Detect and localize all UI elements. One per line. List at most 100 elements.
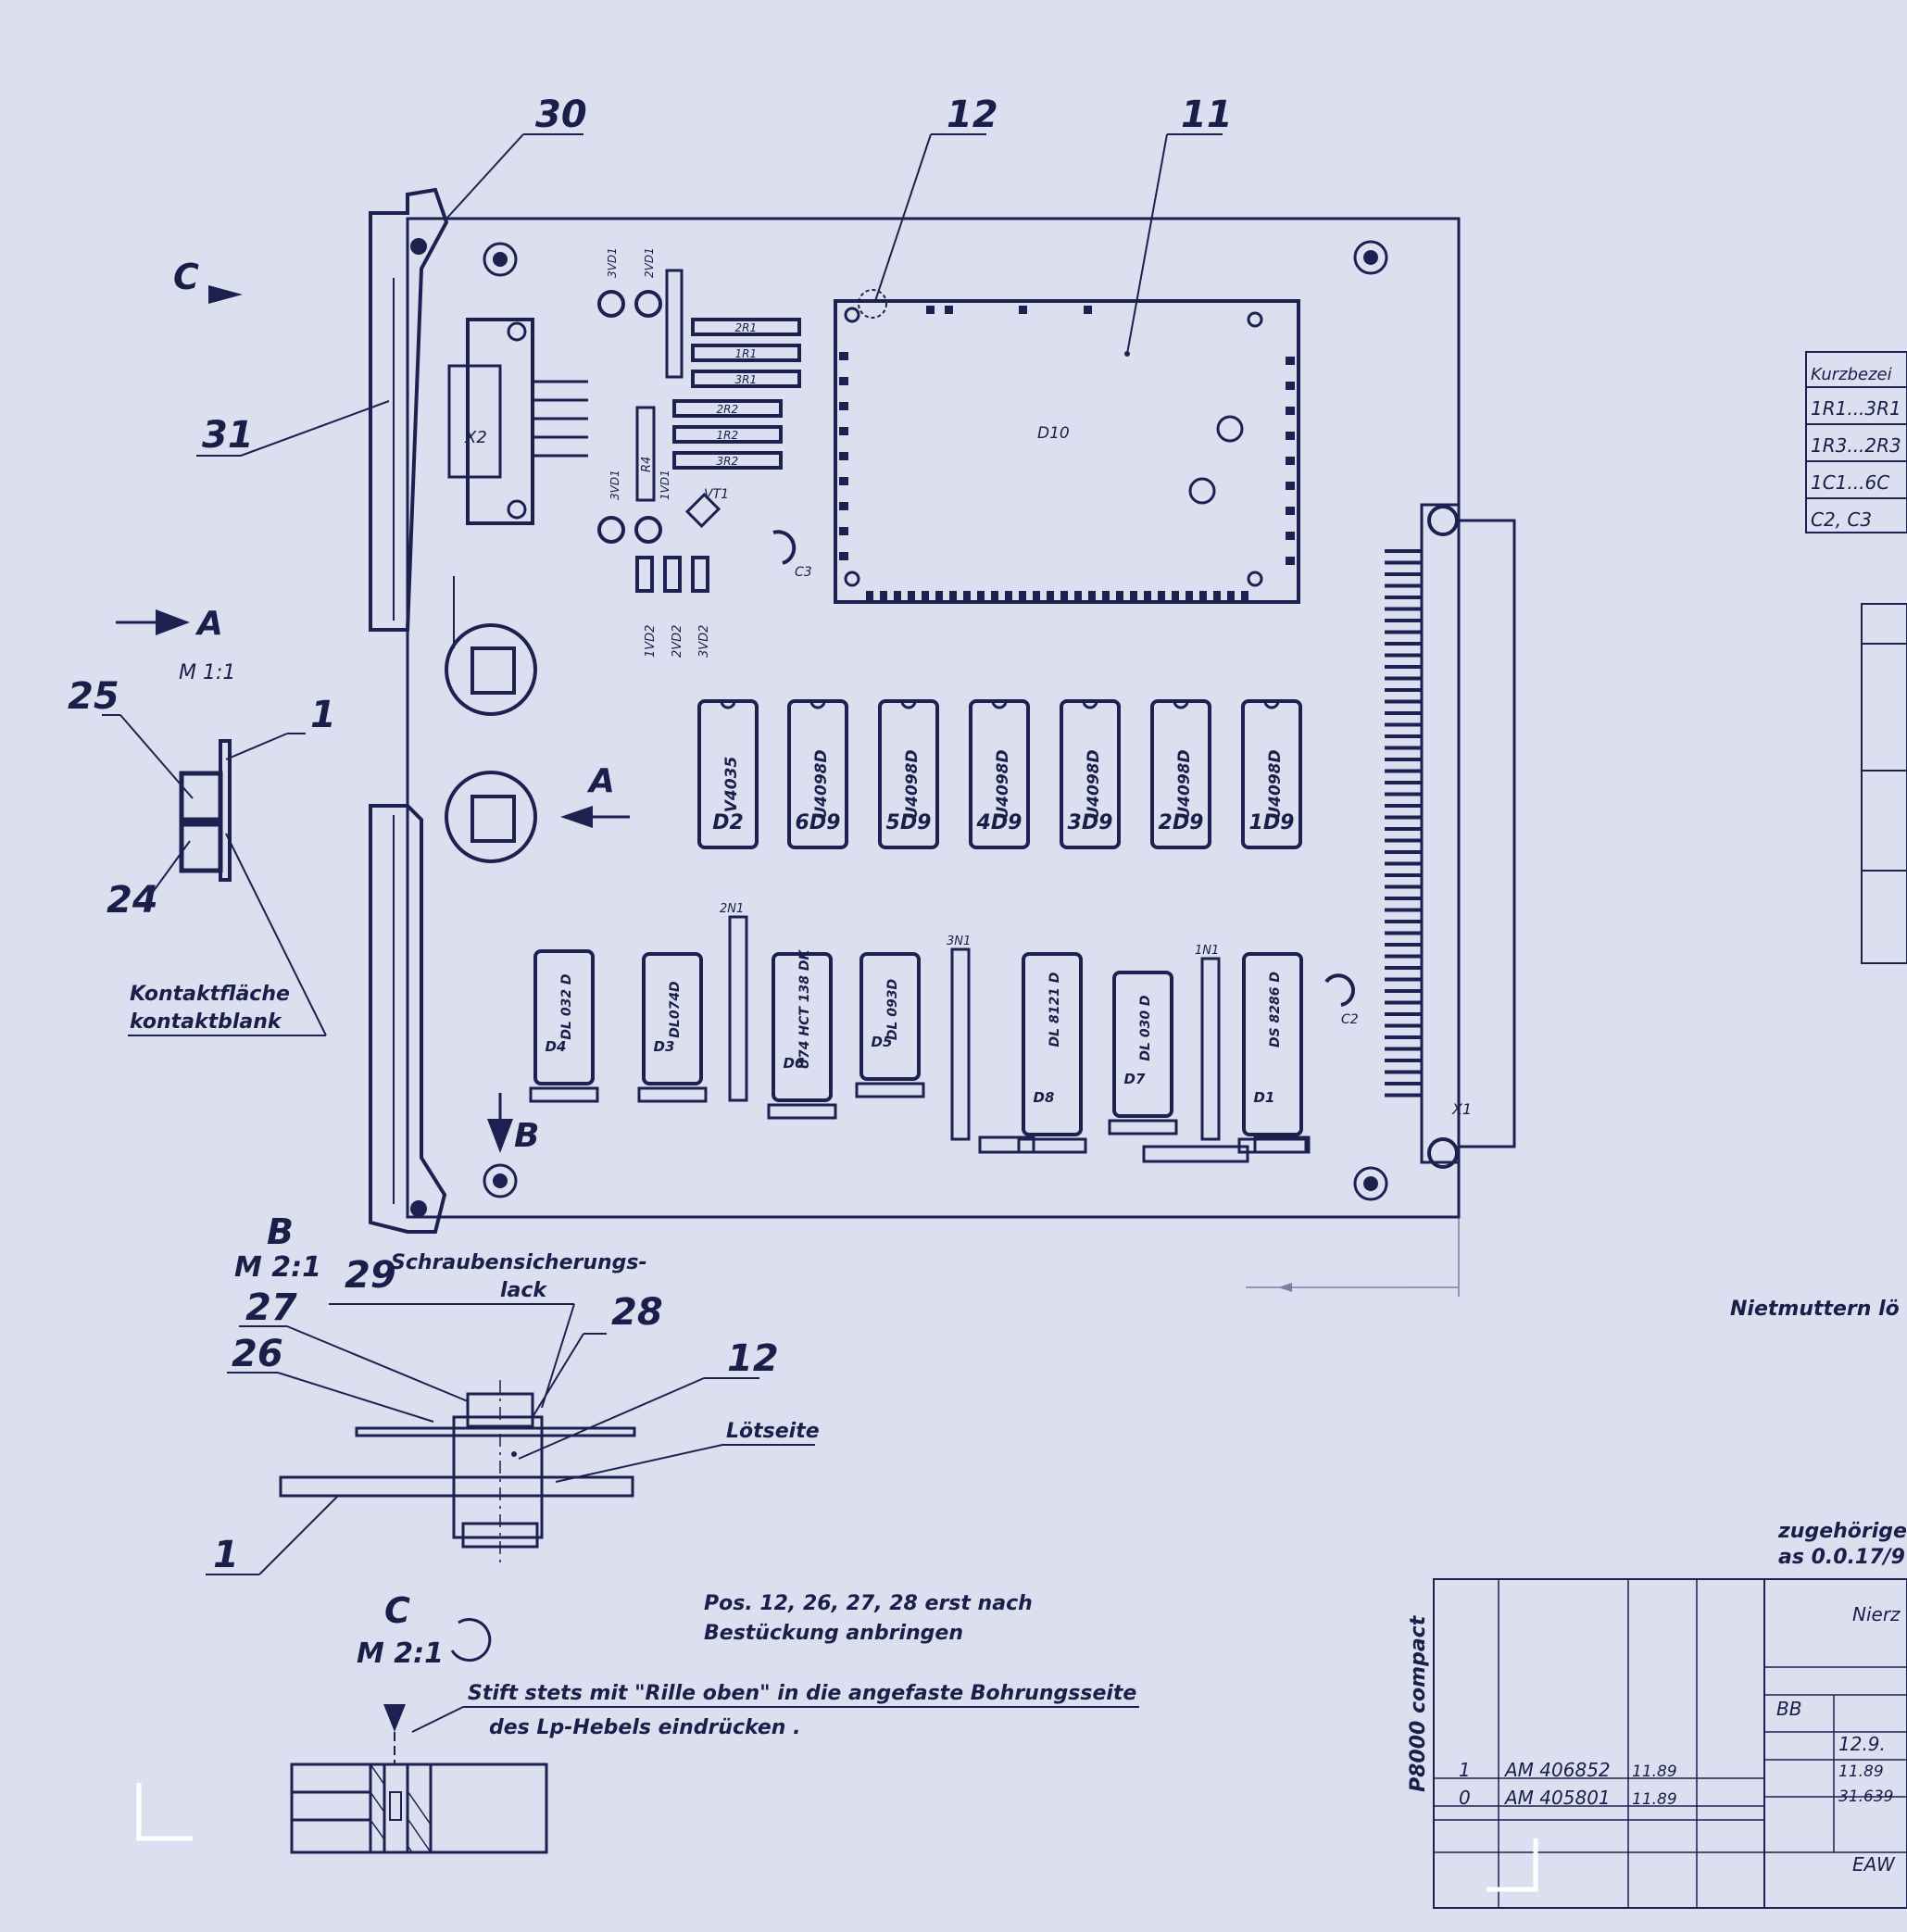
callout-1-left-label: 1 — [310, 694, 336, 736]
d10-pin — [949, 591, 957, 600]
rev-index: 0 — [1459, 1787, 1471, 1809]
callout-12-top-label: 12 — [947, 94, 998, 136]
ic-ref: 3D9 — [1068, 811, 1113, 834]
d10-label: D10 — [1037, 424, 1070, 443]
d10-pin — [1227, 591, 1235, 600]
corner-mark — [1487, 1838, 1538, 1892]
d10-pin — [1019, 591, 1026, 600]
parts-row: 1C1...6C — [1811, 471, 1889, 494]
parts-table-lower-partial — [1861, 603, 1907, 964]
diode-row: 1VD2 2VD2 3VD2 — [635, 556, 711, 658]
x2-label: X2 — [464, 428, 487, 447]
resistor-network-3n1: 3N1 — [947, 935, 971, 1141]
connector-x2: X2 — [447, 318, 588, 525]
ic-ref: D4 — [546, 1038, 567, 1055]
lever-bottom — [369, 804, 447, 1234]
resistor-label: 2R2 — [717, 403, 739, 416]
ic-chip: DL 8121 DD8 — [1017, 952, 1087, 1154]
vd-mid-label: 1VD1 — [659, 470, 671, 500]
view-a-letter: A — [194, 605, 223, 643]
mounting-hole — [483, 1163, 518, 1198]
d10-pin — [839, 352, 848, 360]
ic-type: DL 8121 D — [1048, 972, 1062, 1048]
d10-pin — [1116, 591, 1123, 600]
d10-pin — [1199, 591, 1207, 600]
d10-pin — [1286, 532, 1295, 540]
resistor — [691, 344, 801, 362]
detail-c-scale: M 2:1 — [357, 1637, 444, 1670]
d10-pin — [1047, 591, 1054, 600]
d10-pin — [1186, 591, 1193, 600]
ic-type: U4098D — [812, 749, 831, 819]
connector-x1: X1 — [1385, 503, 1516, 1169]
d10-pin — [926, 306, 935, 314]
callout-1-bot-label: 1 — [213, 1534, 239, 1576]
d10-pin — [839, 427, 848, 435]
callout-11: 11 — [1126, 94, 1233, 355]
parts-row: 1R3...2R3 — [1811, 434, 1901, 457]
d10-pin — [1144, 591, 1151, 600]
note-pos-1: Pos. 12, 26, 27, 28 erst nach — [704, 1592, 1033, 1615]
note-nietmuttern: Nietmuttern lö — [1730, 1298, 1900, 1321]
mounting-hole — [1353, 1166, 1388, 1201]
vd-top-label: 2VD1 — [643, 247, 656, 278]
relay-upper — [445, 576, 537, 716]
note-kontakt-2: kontaktblank — [130, 1010, 282, 1034]
lever-hole — [410, 1200, 427, 1217]
note-schrauben-1: Schraubensicherungs- — [391, 1251, 647, 1274]
ic-type: U4098D — [903, 749, 922, 819]
transistor-vt1: VT1 — [684, 487, 729, 529]
parts-row: C2, C3 — [1811, 508, 1872, 531]
d10-pin — [839, 477, 848, 485]
led-group-top: 3VD1 2VD1 — [597, 247, 684, 379]
d10-pin — [1286, 357, 1295, 365]
d10-pin — [839, 527, 848, 535]
resistor — [691, 370, 801, 388]
ic-ref: 4D9 — [976, 811, 1023, 834]
title-date: 12.9. — [1838, 1733, 1886, 1755]
mounting-hole — [483, 242, 518, 277]
note-loetseite: Lötseite — [726, 1420, 820, 1443]
d10-pin — [908, 591, 915, 600]
module-d10: D10 — [834, 299, 1300, 604]
capacitor-c2: C2 — [1324, 973, 1359, 1027]
d10-pin — [977, 591, 985, 600]
d10-pin — [839, 502, 848, 510]
resistor-network-1n1: 1N1 — [1195, 944, 1221, 1141]
d10-pin — [935, 591, 943, 600]
ic-type: U4098D — [1266, 749, 1285, 819]
ic-ref: 2D9 — [1159, 811, 1204, 834]
note-stift-1: Stift stets mit "Rille oben" in die ange… — [468, 1682, 1136, 1705]
d10-pin — [1084, 306, 1092, 314]
title-date: 11.89 — [1838, 1763, 1884, 1781]
x1-label: X1 — [1451, 1100, 1472, 1118]
callout-30: 30 — [446, 94, 587, 219]
callout-25-label: 25 — [68, 675, 119, 718]
callout-26-label: 26 — [232, 1333, 283, 1375]
d10-pin — [839, 402, 848, 410]
relay-lower — [445, 771, 537, 863]
vd-mid-label: 3VD1 — [608, 470, 621, 500]
resistor-label: 2R1 — [735, 321, 758, 334]
rev-index: 1 — [1459, 1759, 1471, 1781]
d10-pin — [1286, 382, 1295, 390]
resistor-label: 3R2 — [717, 455, 739, 468]
title-format: BB — [1776, 1698, 1801, 1720]
note-kontakt-1: Kontaktfläche — [130, 983, 290, 1006]
ic-chip: DL 032 DD4 — [529, 949, 599, 1103]
d10-pin — [1286, 557, 1295, 565]
vertical-project-label: P8000 compact — [1407, 1614, 1430, 1792]
d10-pin — [1286, 407, 1295, 415]
resistor-label: 3R1 — [735, 373, 758, 386]
ic-type: DS 8286 D — [1268, 972, 1283, 1048]
